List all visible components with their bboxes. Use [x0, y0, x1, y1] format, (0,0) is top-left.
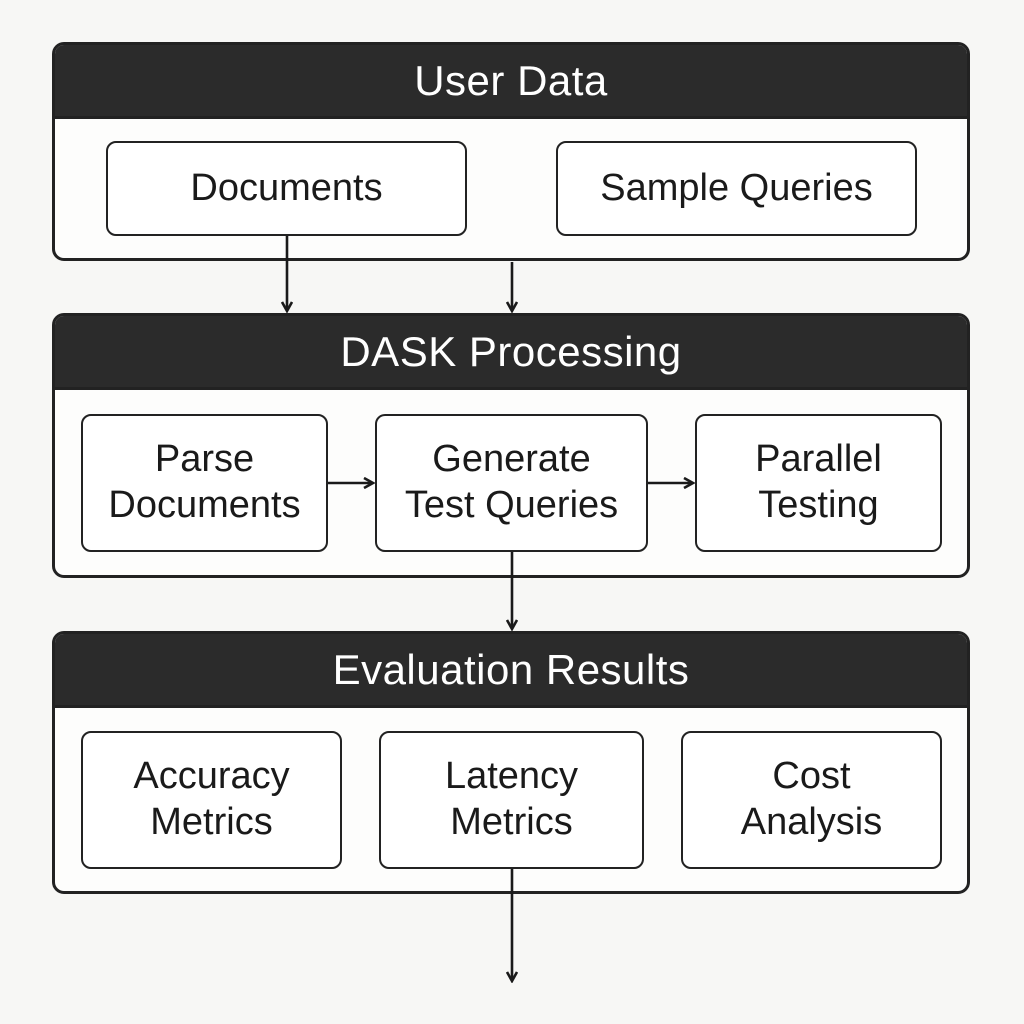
cost-analysis-node: Cost Analysis [681, 731, 942, 869]
parallel-testing-node: Parallel Testing [695, 414, 942, 552]
latency-metrics-node: Latency Metrics [379, 731, 644, 869]
sample-queries-node: Sample Queries [556, 141, 917, 236]
documents-node: Documents [106, 141, 467, 236]
dask-processing-header: DASK Processing [55, 316, 967, 390]
accuracy-metrics-node: Accuracy Metrics [81, 731, 342, 869]
generate-test-queries-node: Generate Test Queries [375, 414, 648, 552]
user-data-header: User Data [55, 45, 967, 119]
parse-documents-node: Parse Documents [81, 414, 328, 552]
evaluation-results-header: Evaluation Results [55, 634, 967, 708]
